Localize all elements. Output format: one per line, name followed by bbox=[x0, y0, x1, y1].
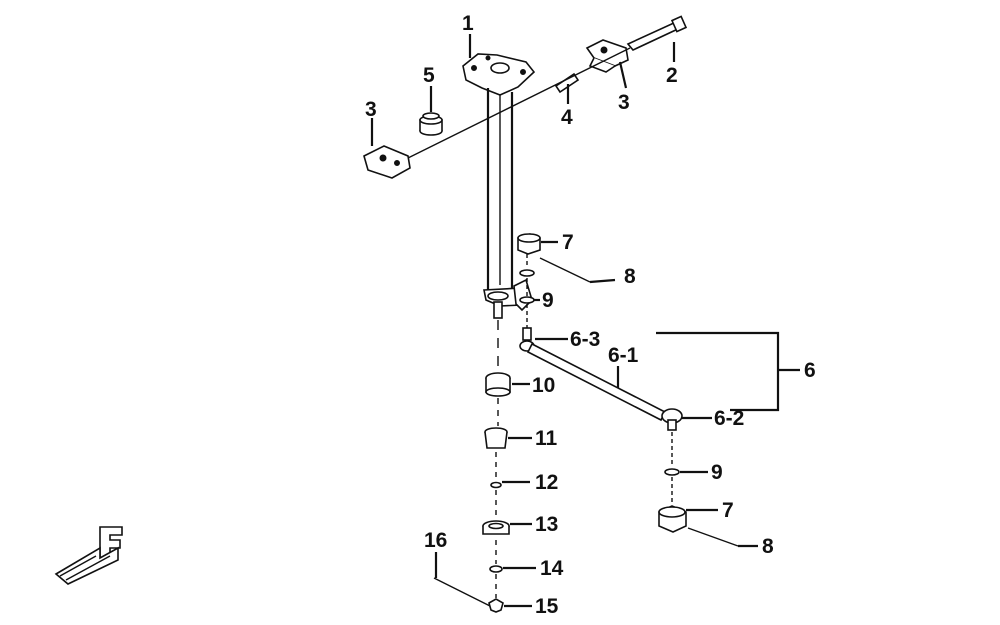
callout-9-upper: 9 bbox=[542, 289, 554, 312]
callout-10: 10 bbox=[532, 374, 555, 397]
callout-14: 14 bbox=[540, 557, 564, 580]
callout-15: 15 bbox=[535, 595, 559, 618]
bearing-part-13 bbox=[482, 520, 510, 535]
callout-6: 6 bbox=[804, 359, 816, 382]
callout-11: 11 bbox=[535, 427, 558, 450]
cotter-pin-line-16 bbox=[433, 577, 491, 607]
callout-1: 1 bbox=[462, 12, 474, 35]
lower-cotter-pin-line bbox=[687, 527, 739, 547]
ring-part-12 bbox=[490, 481, 502, 489]
callout-12: 12 bbox=[535, 471, 558, 494]
callout-9-lower: 9 bbox=[711, 461, 723, 484]
callout-6-1: 6-1 bbox=[608, 344, 639, 367]
upper-nut-part bbox=[517, 233, 541, 255]
callout-16: 16 bbox=[424, 529, 447, 552]
assembly-line bbox=[407, 47, 631, 159]
callout-6-3: 6-3 bbox=[570, 328, 600, 351]
nut-part-15 bbox=[488, 598, 504, 613]
callout-3-lower: 3 bbox=[365, 98, 377, 121]
callout-4: 4 bbox=[561, 106, 573, 129]
callout-5: 5 bbox=[423, 64, 435, 87]
lower-nut-part bbox=[658, 505, 687, 533]
steering-shaft-part bbox=[462, 53, 536, 319]
callout-3-upper: 3 bbox=[618, 91, 630, 114]
bushing-part-11 bbox=[484, 427, 508, 449]
clamp-upper-part bbox=[585, 39, 629, 73]
front-arrow-f-icon bbox=[54, 526, 123, 585]
bushing-part bbox=[419, 112, 443, 136]
washer-part-14 bbox=[489, 565, 503, 573]
callout-8-upper: 8 bbox=[624, 265, 636, 288]
upper-cotter-pin-line bbox=[539, 257, 591, 283]
upper-washer-part bbox=[519, 269, 535, 304]
seal-part-10 bbox=[485, 372, 511, 397]
callout-2: 2 bbox=[666, 64, 678, 87]
callout-13: 13 bbox=[535, 513, 558, 536]
bolt-part bbox=[626, 15, 688, 51]
callout-8-lower: 8 bbox=[762, 535, 774, 558]
callout-6-2: 6-2 bbox=[714, 407, 744, 430]
lower-washer-part bbox=[664, 468, 680, 476]
callout-7-lower: 7 bbox=[722, 499, 734, 522]
callout-7-upper: 7 bbox=[562, 231, 574, 254]
clamp-lower-part bbox=[363, 145, 411, 179]
tie-rod-part bbox=[519, 327, 683, 431]
leader-lines bbox=[370, 34, 800, 608]
